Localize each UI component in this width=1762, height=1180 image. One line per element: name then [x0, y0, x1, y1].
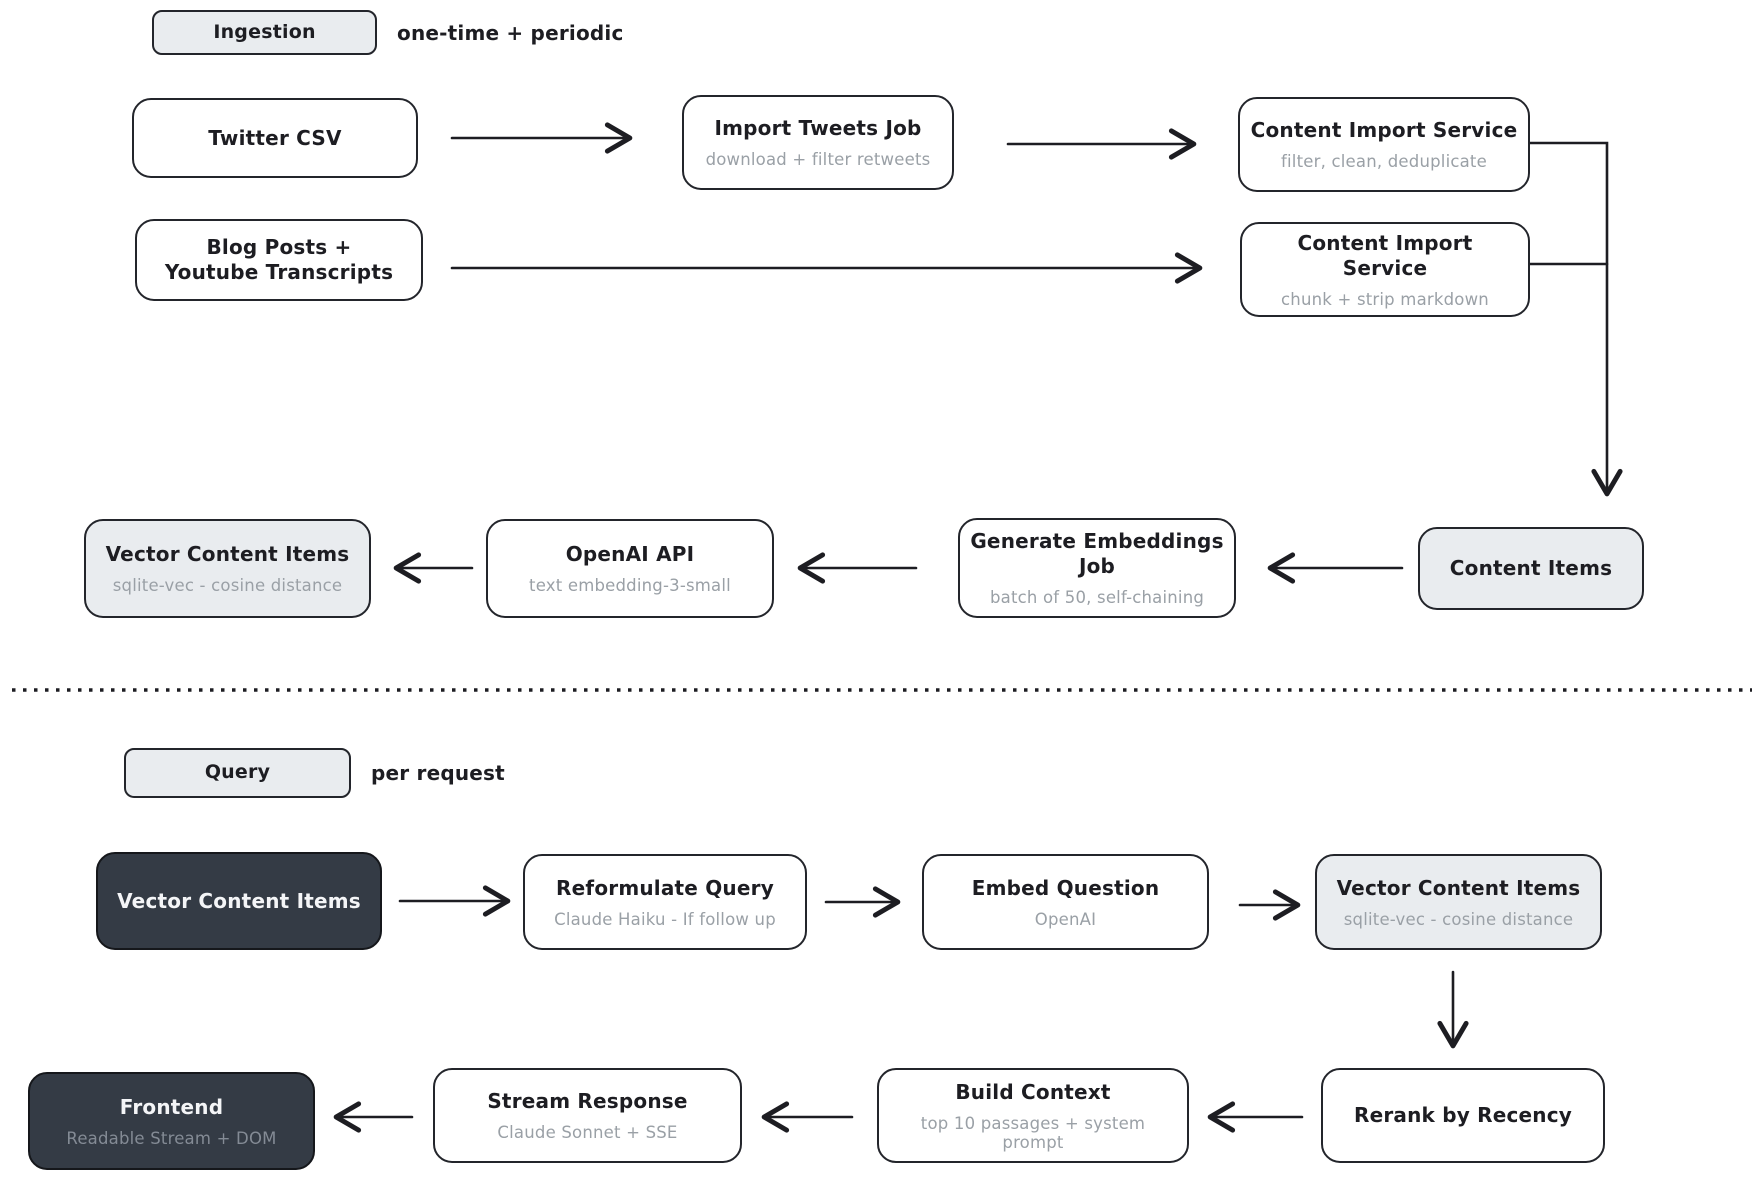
node-frontend[interactable]: Frontend Readable Stream + DOM: [28, 1072, 315, 1170]
node-vector-content-items-ingest[interactable]: Vector Content Items sqlite-vec - cosine…: [84, 519, 371, 618]
connector-content-import-1-to-content-items: [1528, 141, 1623, 497]
node-subtitle: batch of 50, self-chaining: [989, 588, 1205, 607]
node-import-tweets-job[interactable]: Import Tweets Job download + filter retw…: [682, 95, 954, 190]
node-title: Generate Embeddings Job: [970, 529, 1224, 578]
node-rerank-by-recency[interactable]: Rerank by Recency: [1321, 1068, 1605, 1163]
node-title: Embed Question: [971, 875, 1160, 900]
node-content-items[interactable]: Content Items: [1418, 527, 1644, 610]
node-title: Import Tweets Job: [714, 116, 922, 140]
node-blog-posts-youtube[interactable]: Blog Posts + Youtube Transcripts: [135, 219, 423, 301]
badge-ingestion[interactable]: Ingestion: [152, 10, 377, 55]
node-title: Frontend: [119, 1094, 224, 1119]
node-title: Blog Posts + Youtube Transcripts: [164, 235, 394, 284]
node-title: Vector Content Items: [105, 542, 350, 566]
node-subtitle: text embedding-3-small: [529, 576, 731, 595]
node-content-import-service-1[interactable]: Content Import Service filter, clean, de…: [1238, 97, 1530, 192]
node-vector-content-items-store[interactable]: Vector Content Items sqlite-vec - cosine…: [1315, 854, 1602, 950]
node-subtitle: top 10 passages + system prompt: [920, 1113, 1146, 1152]
node-title: Vector Content Items: [117, 888, 361, 913]
node-subtitle: Claude Haiku - If follow up: [554, 909, 776, 929]
node-embed-question[interactable]: Embed Question OpenAI: [922, 854, 1209, 950]
badge-ingestion-label: Ingestion: [213, 20, 316, 43]
node-generate-embeddings-job[interactable]: Generate Embeddings Job batch of 50, sel…: [958, 518, 1236, 618]
node-title: Content Import Service: [1250, 118, 1518, 142]
node-title: Stream Response: [487, 1089, 688, 1113]
badge-query-label: Query: [204, 761, 271, 784]
node-title: Vector Content Items: [1336, 875, 1581, 900]
node-twitter-csv[interactable]: Twitter CSV: [132, 98, 418, 178]
node-title: OpenAI API: [565, 542, 695, 566]
node-reformulate-query[interactable]: Reformulate Query Claude Haiku - If foll…: [523, 854, 807, 950]
node-subtitle: chunk + strip markdown: [1281, 289, 1489, 309]
node-title: Content Import Service: [1297, 230, 1473, 280]
note-ingestion-frequency: one-time + periodic: [397, 20, 624, 45]
node-title: Reformulate Query: [556, 875, 774, 900]
note-query-frequency: per request: [371, 761, 505, 785]
node-title: Build Context: [955, 1079, 1111, 1104]
node-title: Content Items: [1449, 556, 1613, 580]
node-content-import-service-2[interactable]: Content Import Service chunk + strip mar…: [1240, 222, 1530, 317]
node-title: Rerank by Recency: [1353, 1103, 1573, 1127]
node-title: Twitter CSV: [208, 125, 342, 150]
node-subtitle: OpenAI: [1034, 909, 1097, 929]
badge-query[interactable]: Query: [124, 748, 351, 798]
node-subtitle: Claude Sonnet + SSE: [497, 1123, 678, 1142]
node-stream-response[interactable]: Stream Response Claude Sonnet + SSE: [433, 1068, 742, 1163]
node-subtitle: Readable Stream + DOM: [66, 1128, 277, 1148]
node-subtitle: filter, clean, deduplicate: [1281, 152, 1487, 171]
node-build-context[interactable]: Build Context top 10 passages + system p…: [877, 1068, 1189, 1163]
node-subtitle: sqlite-vec - cosine distance: [1343, 909, 1574, 929]
node-vector-content-items-source[interactable]: Vector Content Items: [96, 852, 382, 950]
node-subtitle: sqlite-vec - cosine distance: [112, 576, 343, 595]
node-openai-api[interactable]: OpenAI API text embedding-3-small: [486, 519, 774, 618]
node-subtitle: download + filter retweets: [705, 150, 931, 169]
